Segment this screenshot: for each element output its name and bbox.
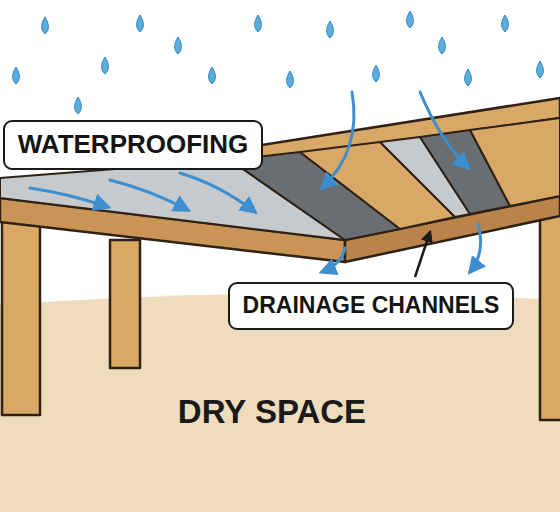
water-flow-arrows-part (30, 188, 108, 207)
raindrops-part (439, 37, 446, 54)
callout-box: WATERPROOFING (3, 120, 263, 170)
water-flow-arrows (30, 92, 481, 272)
deck-frame (0, 98, 560, 262)
raindrops (13, 11, 544, 114)
raindrops-part (465, 69, 472, 86)
raindrops-part (137, 15, 144, 32)
leader-line-part (415, 232, 430, 277)
raindrops-part (175, 37, 182, 54)
support-posts-part (540, 190, 560, 420)
water-flow-arrows-part (110, 180, 188, 210)
callout-box: DRAINAGE CHANNELS (228, 282, 514, 330)
water-flow-arrows-part (322, 92, 354, 188)
leader-line (415, 232, 430, 277)
raindrops-part (209, 67, 216, 84)
raindrops-part (102, 57, 109, 74)
raindrops-part (373, 65, 380, 82)
raindrops-part (255, 15, 262, 32)
raindrops-part (13, 67, 20, 84)
raindrops-part (407, 11, 414, 28)
deck-surface-part (470, 118, 560, 206)
area-label: DRY SPACE (178, 393, 366, 431)
water-flow-arrows-part (420, 92, 468, 168)
raindrops-part (42, 17, 49, 34)
deck-surface (0, 118, 560, 240)
water-flow-arrows-part (180, 173, 255, 212)
support-posts-part (110, 240, 140, 368)
raindrops-part (327, 21, 334, 38)
raindrops-part (287, 71, 294, 88)
water-flow-arrows-part (322, 248, 345, 272)
callout-text: DRAINAGE CHANNELS (242, 292, 500, 319)
water-flow-arrows-part (470, 224, 481, 272)
raindrops-part (502, 15, 509, 32)
raindrops-part (537, 61, 544, 78)
raindrops-part (75, 97, 82, 114)
support-posts-part (2, 205, 40, 415)
callout-text: WATERPROOFING (17, 129, 249, 160)
